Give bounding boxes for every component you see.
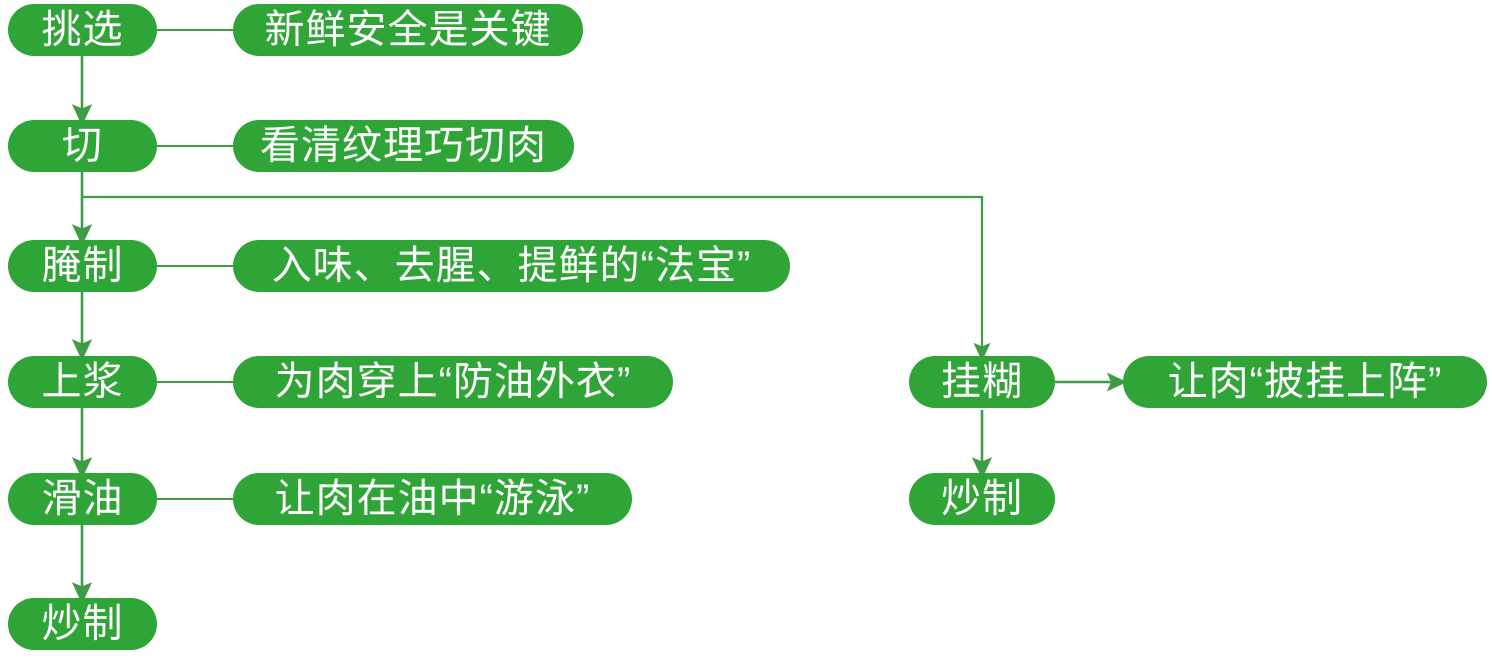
- step-node-tiaoxuan[interactable]: 挑选: [8, 4, 157, 56]
- step-node-yanzhi[interactable]: 腌制: [8, 240, 157, 292]
- desc-node-yanzhi[interactable]: 入味、去腥、提鲜的“法宝”: [233, 240, 790, 292]
- desc-node-shangjiang[interactable]: 为肉穿上“防油外衣”: [233, 356, 673, 408]
- desc-node-tiaoxuan[interactable]: 新鲜安全是关键: [233, 4, 583, 56]
- step-node-chaozhi-branch[interactable]: 炒制: [909, 473, 1055, 525]
- step-node-chaozhi[interactable]: 炒制: [8, 598, 157, 650]
- step-node-shangjiang[interactable]: 上浆: [8, 356, 157, 408]
- step-node-qie[interactable]: 切: [8, 120, 157, 172]
- desc-node-huayou[interactable]: 让肉在油中“游泳”: [233, 473, 632, 525]
- step-node-guahu[interactable]: 挂糊: [909, 356, 1055, 408]
- desc-node-qie[interactable]: 看清纹理巧切肉: [233, 120, 574, 172]
- desc-node-guahu[interactable]: 让肉“披挂上阵”: [1123, 356, 1487, 408]
- step-node-huayou[interactable]: 滑油: [8, 473, 157, 525]
